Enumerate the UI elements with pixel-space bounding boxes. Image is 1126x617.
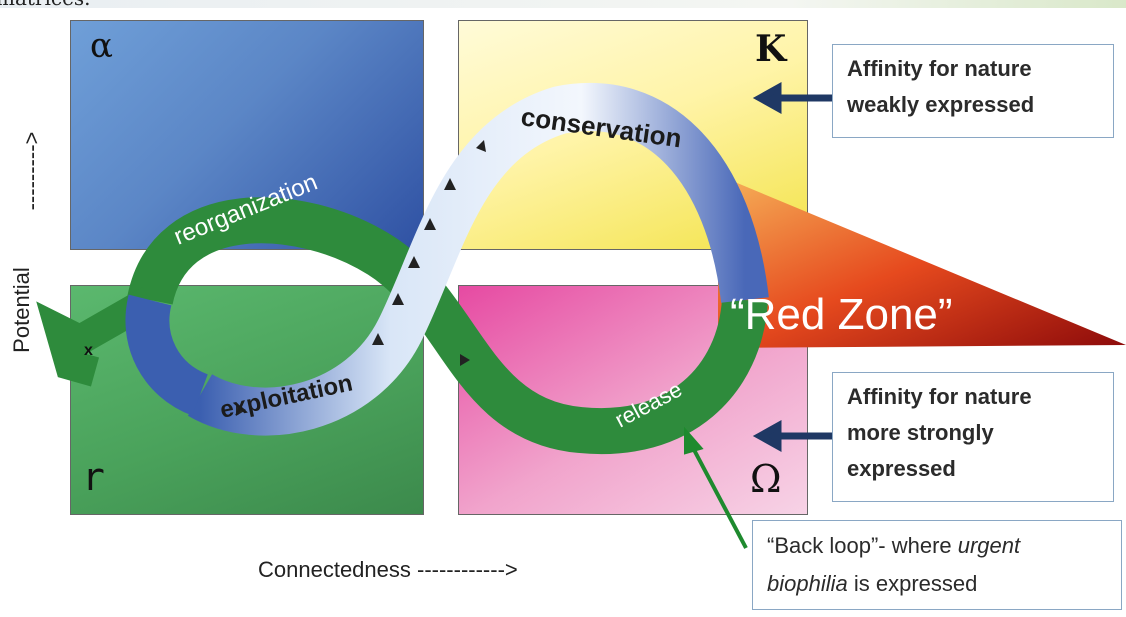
red-zone-wedge: [718, 175, 1126, 348]
front-loop-band: [187, 82, 769, 436]
green-arrow: [684, 426, 748, 549]
arrow-mark: [476, 140, 486, 152]
green-loop-tail: [36, 286, 158, 387]
axis-y-label: Potential: [9, 267, 34, 353]
red-zone-label: “Red Zone”: [730, 290, 953, 339]
quadrant-label-alpha: α: [90, 26, 113, 66]
navy-arrows: [752, 82, 832, 452]
note-strong-line-3: expressed: [847, 456, 956, 481]
note-back-loop-part1: “Back loop”- where: [767, 533, 958, 558]
note-back-loop: “Back loop”- where urgent biophilia is e…: [752, 520, 1122, 610]
green-arrow-line: [690, 445, 748, 549]
arrow-mark: [424, 218, 436, 230]
navy-arrow-bottom-head: [752, 420, 782, 452]
label-x: x: [84, 342, 93, 359]
arrow-mark: [460, 354, 470, 366]
arrow-mark: [408, 256, 420, 268]
axis-x-label: Connectedness ------------>: [258, 557, 518, 582]
arrow-mark: [444, 178, 456, 190]
axis-y-arrow: --------->: [19, 131, 44, 211]
green-arrow-head: [684, 426, 704, 455]
top-text-fragment: matrices.: [0, 0, 91, 10]
note-strong-affinity: Affinity for nature more strongly expres…: [832, 372, 1114, 502]
note-back-loop-urgent: urgent: [957, 533, 1021, 558]
note-strong-line-2: more strongly: [847, 420, 994, 445]
arrow-mark: [236, 404, 246, 416]
note-back-loop-part2: is expressed: [847, 571, 978, 596]
navy-arrow-top-head: [752, 82, 782, 114]
top-band: [0, 0, 1126, 8]
note-strong-line-1: Affinity for nature: [847, 384, 1032, 409]
note-back-loop-line-2: biophilia is expressed: [767, 565, 1107, 603]
note-weak-line-1: Affinity for nature: [847, 56, 1032, 81]
arrow-mark: [372, 333, 384, 345]
loop-arrows: [236, 140, 486, 416]
quadrant-label-r: r: [82, 455, 105, 499]
note-weak-line-2: weakly expressed: [847, 92, 1035, 117]
note-back-loop-biophilia: biophilia: [767, 571, 848, 596]
quadrant-label-k: K: [755, 28, 787, 70]
arrow-mark: [392, 293, 404, 305]
quadrant-label-omega: Ω: [750, 457, 782, 501]
note-back-loop-line-1: “Back loop”- where urgent: [767, 527, 1107, 565]
green-loop-band: [127, 197, 768, 455]
note-weak-affinity: Affinity for nature weakly expressed: [832, 44, 1114, 138]
blue-loop-arm: [125, 294, 209, 416]
